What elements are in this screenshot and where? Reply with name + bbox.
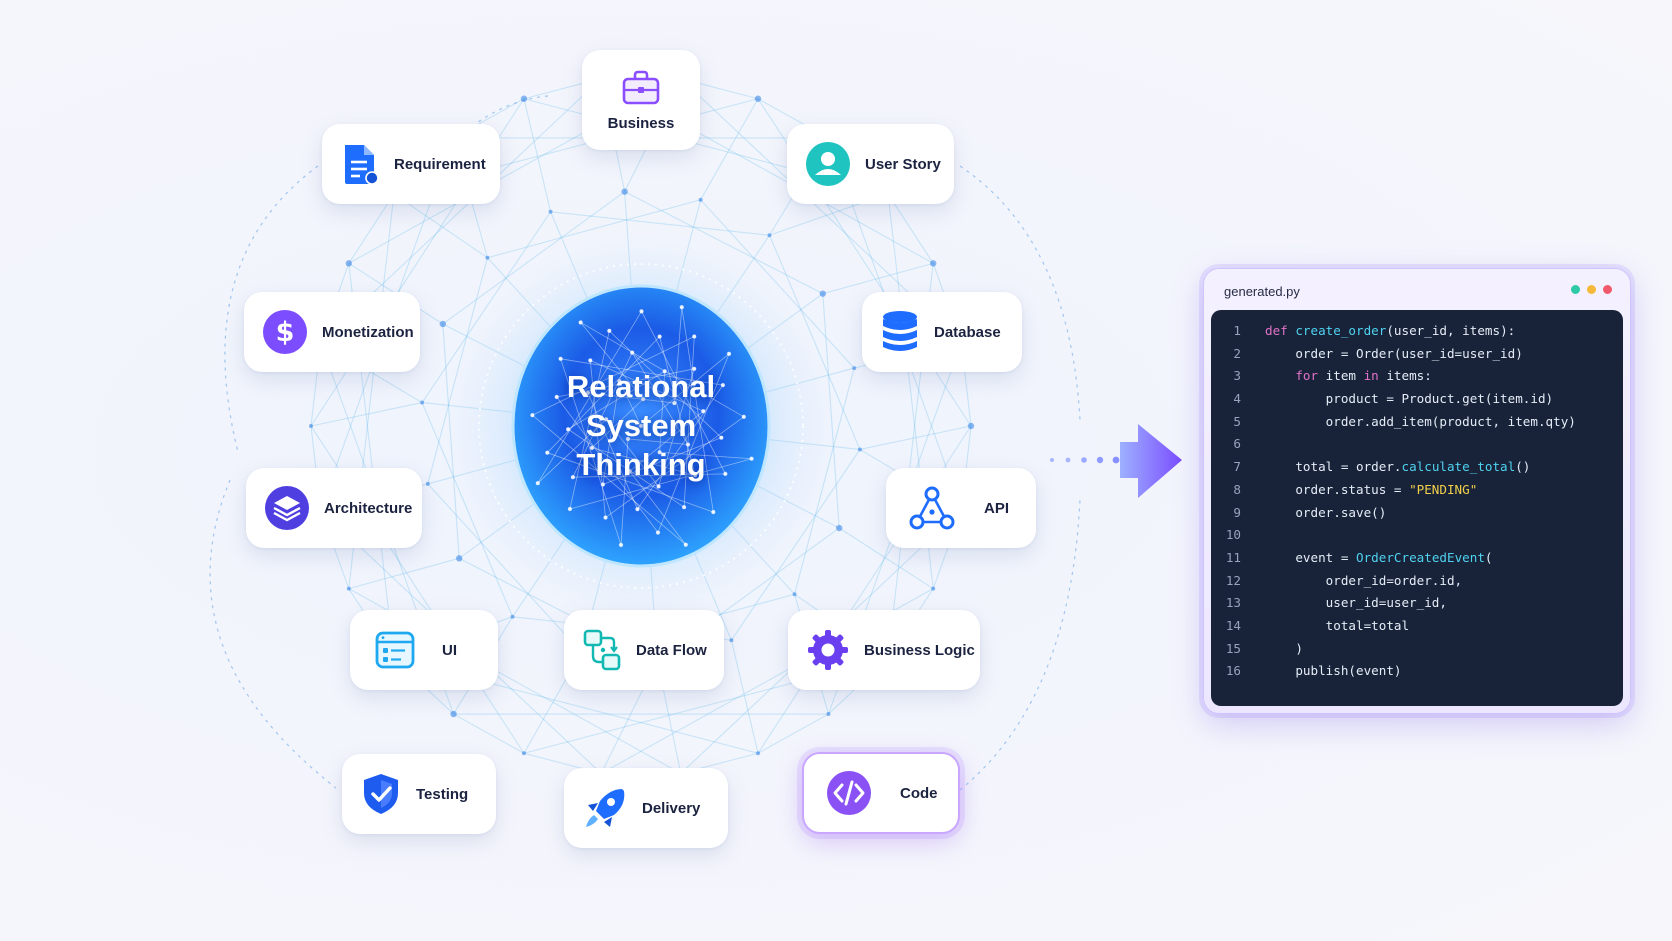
node-delivery-label: Delivery (642, 799, 701, 817)
line-number: 12 (1225, 572, 1241, 588)
line-number: 8 (1233, 481, 1241, 497)
code-text: publish(event) (1265, 663, 1402, 679)
shield-icon (360, 771, 402, 817)
node-database-label: Database (934, 323, 1001, 341)
line-number: 3 (1233, 368, 1241, 384)
line-number: 7 (1233, 459, 1241, 475)
code-text: order = Order(user_id=user_id) (1265, 345, 1523, 361)
code-editor[interactable]: 1 def create_order(user_id, items): 2 orde… (1211, 310, 1623, 706)
line-number: 15 (1225, 640, 1241, 656)
code-text: total = order.calculate_total() (1265, 459, 1531, 475)
window-icon (374, 630, 416, 670)
briefcase-icon (621, 69, 661, 107)
node-user-story[interactable]: User Story (787, 124, 954, 204)
code-line: 3 for item in items: (1211, 368, 1623, 391)
node-ui-label: UI (442, 641, 457, 659)
node-architecture[interactable]: Architecture (246, 468, 422, 548)
layers-icon (264, 485, 310, 531)
line-number: 5 (1233, 413, 1241, 429)
code-line: 10 (1211, 527, 1623, 550)
line-number: 11 (1225, 549, 1241, 565)
code-line: 11 event = OrderCreatedEvent( (1211, 550, 1623, 573)
node-monetization-label: Monetization (322, 323, 414, 341)
node-api[interactable]: API (886, 468, 1036, 548)
code-text: event = OrderCreatedEvent( (1265, 549, 1493, 565)
transfer-arrow (1050, 424, 1182, 498)
code-line: 5 order.add_item(product, item.qty) (1211, 414, 1623, 437)
line-number: 13 (1225, 595, 1241, 611)
dollar-icon: $ (262, 309, 308, 355)
document-icon (340, 142, 380, 186)
svg-text:$: $ (276, 317, 295, 348)
line-number: 2 (1233, 345, 1241, 361)
node-testing-label: Testing (416, 785, 469, 803)
code-window[interactable]: generated.py 1 def create_order(user_id, … (1203, 268, 1631, 714)
line-number: 1 (1233, 323, 1241, 338)
node-database[interactable]: Database (862, 292, 1022, 372)
code-icon (826, 770, 872, 816)
node-business-logic-label: Business Logic (864, 641, 975, 659)
code-text: order.add_item(product, item.qty) (1265, 413, 1576, 429)
gear-icon (806, 628, 850, 672)
node-monetization[interactable]: $ Monetization (244, 292, 420, 372)
code-line: 13 user_id=user_id, (1211, 595, 1623, 618)
node-code-label: Code (900, 784, 938, 802)
node-data-flow-label: Data Flow (636, 641, 707, 659)
line-number: 9 (1233, 504, 1241, 520)
user-icon (805, 141, 851, 187)
node-user-story-label: User Story (865, 155, 941, 173)
node-business-logic[interactable]: Business Logic (788, 610, 980, 690)
code-text: total=total (1265, 617, 1410, 633)
line-number: 6 (1233, 436, 1241, 452)
window-dot-red[interactable] (1603, 285, 1612, 294)
node-ui[interactable]: UI (350, 610, 498, 690)
code-line: 15 ) (1211, 641, 1623, 664)
code-text: product = Product.get(item.id) (1265, 391, 1554, 407)
node-code[interactable]: Code (802, 752, 960, 834)
flow-icon (582, 628, 622, 672)
rocket-icon (582, 785, 628, 831)
window-dot-green[interactable] (1571, 285, 1580, 294)
line-number: 16 (1225, 663, 1241, 679)
node-requirement-label: Requirement (394, 155, 486, 173)
node-requirement[interactable]: Requirement (322, 124, 500, 204)
code-line: 16 publish(event) (1211, 663, 1623, 686)
code-window-filename: generated.py (1224, 284, 1300, 299)
code-text: order_id=order.id, (1265, 572, 1463, 588)
node-business-label: Business (607, 114, 675, 132)
node-data-flow[interactable]: Data Flow (564, 610, 724, 690)
core-ring (478, 263, 804, 589)
node-architecture-label: Architecture (324, 499, 413, 517)
window-dot-yellow[interactable] (1587, 285, 1596, 294)
node-delivery[interactable]: Delivery (564, 768, 728, 848)
code-text: user_id=user_id, (1265, 595, 1447, 611)
node-business[interactable]: Business (582, 50, 700, 150)
line-number: 4 (1233, 391, 1241, 407)
code-line: 12 order_id=order.id, (1211, 573, 1623, 596)
database-icon (880, 309, 920, 355)
code-text: order.save() (1265, 504, 1387, 520)
node-testing[interactable]: Testing (342, 754, 496, 834)
node-api-label: API (984, 499, 1010, 517)
code-line: 14 total=total (1211, 618, 1623, 641)
code-line: 8 order.status = "PENDING" (1211, 482, 1623, 505)
code-line: 2 order = Order(user_id=user_id) (1211, 346, 1623, 369)
code-text: order.status = "PENDING" (1265, 481, 1478, 497)
code-line: 4 product = Product.get(item.id) (1211, 391, 1623, 414)
window-controls (1571, 285, 1612, 294)
code-line: 7 total = order.calculate_total() (1211, 459, 1623, 482)
code-text: def create_order(user_id, items): (1265, 323, 1516, 338)
code-line: 1 def create_order(user_id, items): (1211, 323, 1623, 346)
code-line: 6 (1211, 436, 1623, 459)
line-number: 10 (1225, 527, 1241, 543)
code-text: ) (1265, 640, 1303, 656)
code-text: for item in items: (1295, 368, 1432, 384)
network-icon (908, 486, 956, 530)
code-line: 9 order.save() (1211, 505, 1623, 528)
line-number: 14 (1225, 617, 1241, 633)
